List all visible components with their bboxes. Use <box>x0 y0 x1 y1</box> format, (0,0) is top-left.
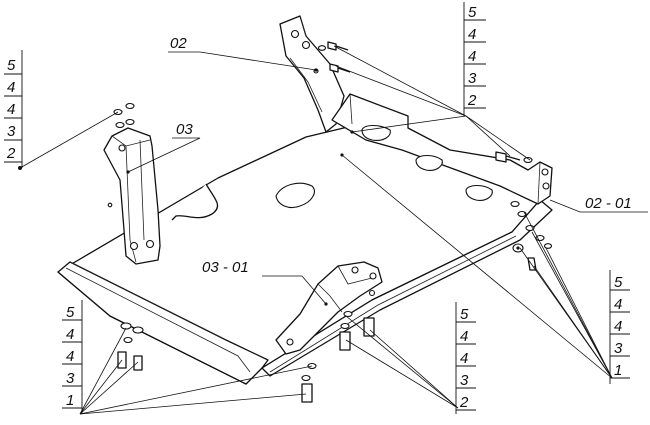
stack-label: 3 <box>460 372 469 389</box>
stack-label: 4 <box>468 48 476 65</box>
stack-label: 4 <box>614 296 622 313</box>
stack-bottom-right: 5 4 4 3 1 <box>609 270 630 384</box>
fasteners <box>113 41 553 403</box>
callout-03-01: 03 - 01 <box>202 259 249 276</box>
skid-plate <box>57 125 553 385</box>
bracket-02 <box>279 15 345 133</box>
stack-label: 2 <box>459 394 469 411</box>
stack-label: 4 <box>66 348 74 365</box>
stack-label: 5 <box>460 306 469 323</box>
stack-top-left: 5 4 4 3 2 <box>4 50 23 168</box>
stack-label: 4 <box>7 79 15 96</box>
stack-label: 4 <box>460 350 468 367</box>
stack-label: 2 <box>6 145 16 162</box>
callout-03: 03 <box>176 121 193 138</box>
stack-label: 2 <box>467 92 477 109</box>
stack-label: 4 <box>7 101 15 118</box>
stack-label: 3 <box>614 340 623 357</box>
bracket-03 <box>103 127 161 265</box>
stack-label: 4 <box>614 318 622 335</box>
stack-bottom-center: 5 4 4 3 2 <box>455 302 476 414</box>
bracket-02-01 <box>331 93 553 205</box>
stack-label: 1 <box>66 392 74 409</box>
stack-label: 3 <box>66 370 75 387</box>
stack-label: 1 <box>614 362 622 379</box>
stack-top-right: 5 4 4 3 2 <box>463 2 486 116</box>
stack-label: 4 <box>66 326 74 343</box>
stack-label: 3 <box>7 123 16 140</box>
bracket-03-01 <box>275 261 383 355</box>
stack-label: 5 <box>468 4 477 21</box>
stack-bottom-left: 5 4 4 3 1 <box>62 300 83 414</box>
stack-label: 4 <box>468 26 476 43</box>
stack-label: 5 <box>7 57 16 74</box>
stack-label: 4 <box>460 328 468 345</box>
callout-02-01: 02 - 01 <box>585 195 632 212</box>
leader-lines <box>18 45 648 415</box>
stack-label: 5 <box>614 274 623 291</box>
stack-label: 5 <box>66 304 75 321</box>
callout-02: 02 <box>170 35 187 52</box>
stack-label: 3 <box>468 70 477 87</box>
